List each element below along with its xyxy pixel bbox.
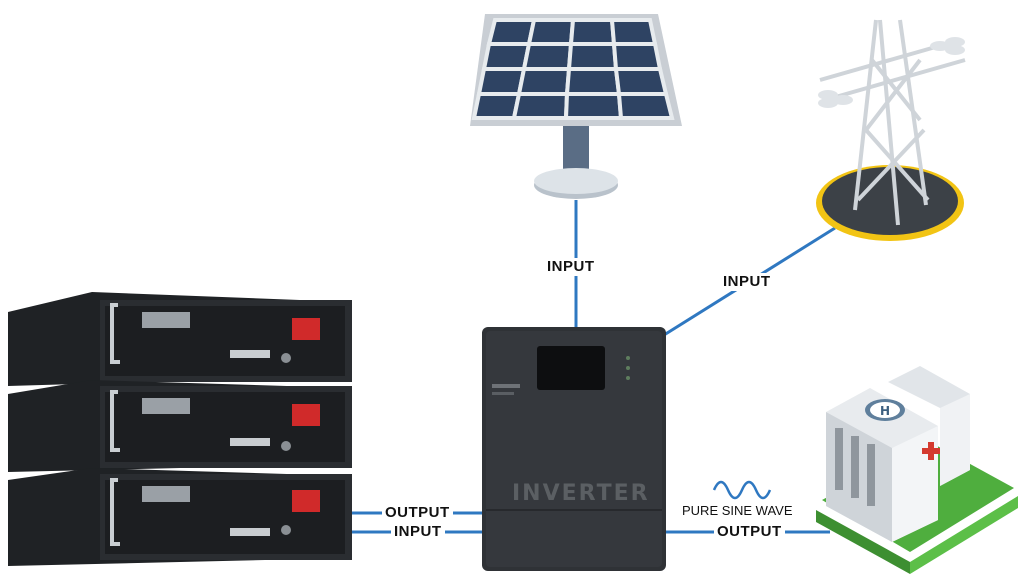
inverter-wordmark: INVERTER (512, 481, 650, 506)
inverter-unit (482, 327, 666, 571)
battery-input-label: INPUT (391, 523, 445, 541)
svg-text:H: H (880, 404, 890, 418)
inverter-display (537, 346, 605, 390)
hospital-building-icon: H (816, 366, 1018, 574)
battery-module-2 (8, 380, 352, 472)
grid-input-label: INPUT (720, 273, 774, 291)
pure-sine-wave-label: PURE SINE WAVE (682, 503, 793, 518)
battery-stack (8, 292, 352, 566)
solar-input-label: INPUT (544, 258, 598, 276)
solar-panel-icon (470, 14, 682, 199)
battery-module-1 (8, 292, 352, 386)
power-grid-tower-icon (816, 19, 966, 241)
load-output-label: OUTPUT (714, 523, 785, 541)
battery-module-3 (8, 468, 352, 566)
sine-wave-icon (712, 480, 772, 500)
battery-output-label: OUTPUT (382, 504, 453, 522)
